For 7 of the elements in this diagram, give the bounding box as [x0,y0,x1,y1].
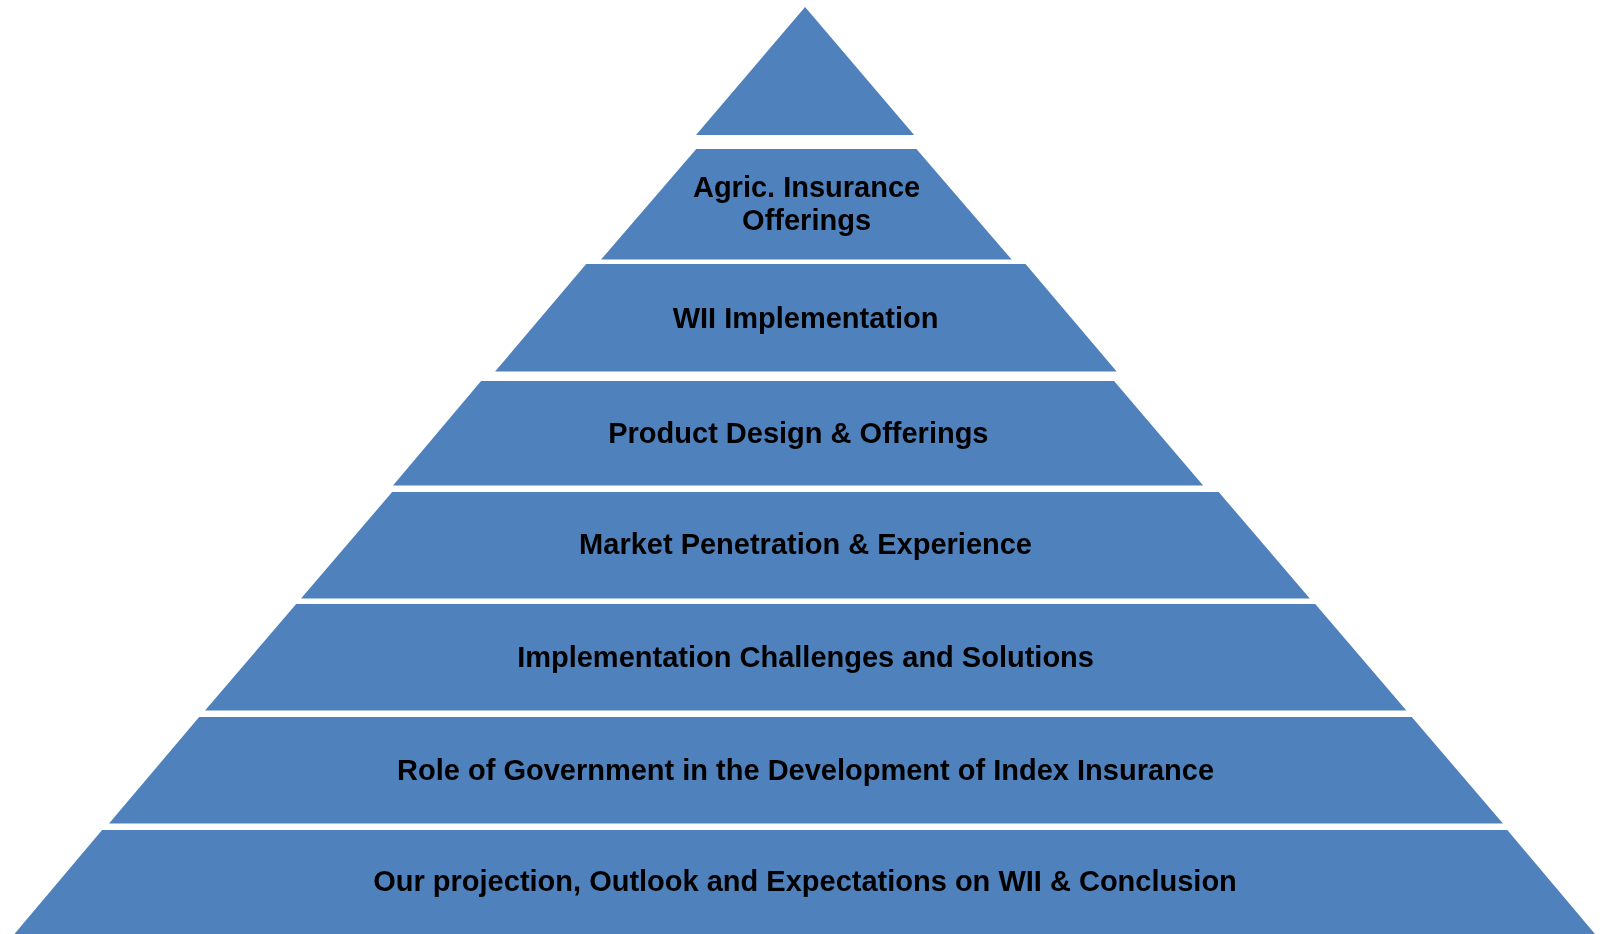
tier-label: Implementation Challenges and Solutions [517,641,1094,675]
tier-label: Product Design & Offerings [608,416,989,450]
tier-label: Market Penetration & Experience [579,528,1032,562]
tier-label: Role of Government in the Development of Index Insurance [397,753,1215,787]
tier-label: Agric. Insurance Offerings [691,170,922,237]
tier-label: Our projection, Outlook and Expectations on WII & Conclusion [373,865,1237,899]
tier-label: WII Implementation [672,301,939,335]
